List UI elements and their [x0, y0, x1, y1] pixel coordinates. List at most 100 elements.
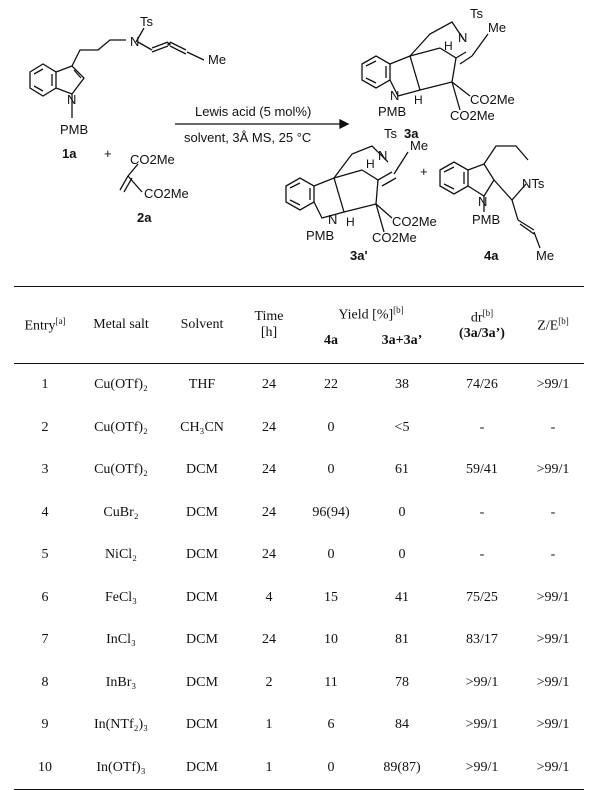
cell-solvent: DCM [166, 746, 238, 790]
cell-y4a: 6 [327, 717, 335, 733]
cell-metal: InBr₃ [105, 674, 137, 690]
cell-y4a: 0 [327, 419, 335, 435]
me-label-3a: Me [488, 20, 506, 35]
cell-y4a: 11 [324, 674, 338, 690]
label-1a: 1a [62, 146, 77, 161]
cell-time: 1 [265, 717, 273, 733]
cell-y4a: 0 [300, 746, 362, 790]
h-label-3a-bottom: H [414, 93, 423, 107]
co2me-2a-top: CO2Me [130, 152, 175, 167]
n-label-1a: N [130, 34, 139, 49]
cell-y3a: 61 [395, 462, 409, 478]
cell-y3a: 41 [395, 589, 409, 605]
conditions-top: Lewis acid (5 mol%) [195, 104, 311, 119]
indole-n-label-1a: N [67, 92, 76, 107]
cell-y3a: 81 [395, 632, 409, 648]
cell-ze: - [550, 504, 556, 520]
cell-dr: 59/41 [466, 462, 498, 478]
cell-y4a: 96(94) [312, 504, 350, 520]
cell-time: 4 [265, 589, 273, 605]
header-yield: Yield [%][b] [300, 286, 442, 333]
cell-solvent: DCM [186, 674, 218, 690]
cell-time: 1 [238, 746, 300, 790]
plus-sign-1: + [104, 146, 112, 161]
cell-y3a: <5 [394, 419, 410, 435]
pmb-label-3a-prime: PMB [306, 228, 334, 243]
structure-2a: CO2Me CO2Me 2a [119, 152, 189, 225]
reaction-arrow: Lewis acid (5 mol%) solvent, 3Å MS, 25 °… [175, 104, 350, 145]
nts-label-4a: NTs [522, 176, 545, 191]
cell-entry: 3 [41, 462, 49, 478]
cell-entry: 7 [41, 632, 49, 648]
cell-entry: 2 [41, 419, 49, 435]
cell-entry: 5 [41, 547, 49, 563]
cell-y4a: 22 [324, 377, 338, 393]
label-3a-prime: 3a' [350, 248, 368, 263]
cell-solvent: DCM [186, 717, 218, 733]
co2me-2a-bottom: CO2Me [144, 186, 189, 201]
cell-metal: In(OTf)₃ [76, 746, 166, 790]
cell-entry: 9 [41, 717, 49, 733]
cell-solvent: DCM [186, 547, 218, 563]
cell-time: 24 [262, 547, 276, 563]
cell-entry: 10 [14, 746, 76, 790]
cell-ze: >99/1 [536, 462, 570, 478]
structure-3a-prime: N Ts Me H N PMB H CO2Me CO2Me 3a' [285, 126, 437, 263]
cell-y3a: 0 [398, 547, 406, 563]
cell-dr: 75/25 [466, 589, 498, 605]
optimization-table: Entry[a] Metal salt Solvent Time[h] Yiel… [14, 286, 584, 790]
header-entry: Entry[a] [14, 286, 76, 364]
cell-metal: FeCl₃ [104, 589, 138, 605]
structure-3a: N Ts Me H N PMB H CO2Me CO2Me 3a [361, 6, 515, 141]
cell-y3a: 89(87) [362, 746, 442, 790]
h-label-3a-prime-bottom: H [346, 215, 355, 229]
cell-entry: 8 [41, 674, 49, 690]
cell-dr: >99/1 [442, 746, 522, 790]
cell-ze: >99/1 [536, 632, 570, 648]
header-solvent: Solvent [166, 286, 238, 364]
cell-ze: >99/1 [536, 377, 570, 393]
cell-y3a: 78 [395, 674, 409, 690]
cell-y3a: 84 [395, 717, 409, 733]
h-label-3a-top: H [444, 39, 453, 53]
cell-dr: >99/1 [465, 674, 499, 690]
cell-time: 24 [262, 632, 276, 648]
conditions-bottom: solvent, 3Å MS, 25 °C [184, 130, 311, 145]
header-yield-3a: 3a+3a’ [362, 333, 442, 364]
cell-metal: Cu(OTf)₂ [94, 462, 148, 478]
cell-solvent: DCM [186, 504, 218, 520]
co2me-3a-2: CO2Me [450, 108, 495, 123]
label-2a: 2a [137, 210, 152, 225]
cell-ze: - [550, 547, 556, 563]
cell-ze: - [550, 419, 556, 435]
cell-dr: - [479, 504, 485, 520]
structure-1a: N Ts Me N PMB 1a [29, 14, 226, 161]
optimization-table-wrap: Entry[a] Metal salt Solvent Time[h] Yiel… [14, 286, 584, 790]
cell-dr: 83/17 [466, 632, 498, 648]
cell-time: 24 [262, 419, 276, 435]
cell-y4a: 0 [327, 547, 335, 563]
cell-dr: 74/26 [466, 377, 498, 393]
cell-y3a: 0 [398, 504, 406, 520]
cell-metal: NiCl₂ [104, 547, 138, 563]
header-dr: dr[b](3a/3a’) [442, 286, 522, 364]
indole-n-label-3a-prime: N [328, 212, 337, 227]
cell-metal: In(NTf₂)₃ [93, 717, 149, 733]
n-label-3a-prime: N [378, 148, 387, 163]
cell-solvent: DCM [186, 589, 218, 605]
cell-solvent: CH₃CN [180, 419, 224, 435]
cell-entry: 6 [41, 589, 49, 605]
indole-n-label-3a: N [390, 88, 399, 103]
me-label-4a: Me [536, 248, 554, 263]
structure-4a: NTs N PMB Me 4a [439, 145, 554, 263]
reaction-scheme: N Ts Me N PMB 1a + CO2Me CO2Me 2a Lewis … [29, 6, 554, 263]
h-label-3a-prime-top: H [366, 157, 375, 171]
